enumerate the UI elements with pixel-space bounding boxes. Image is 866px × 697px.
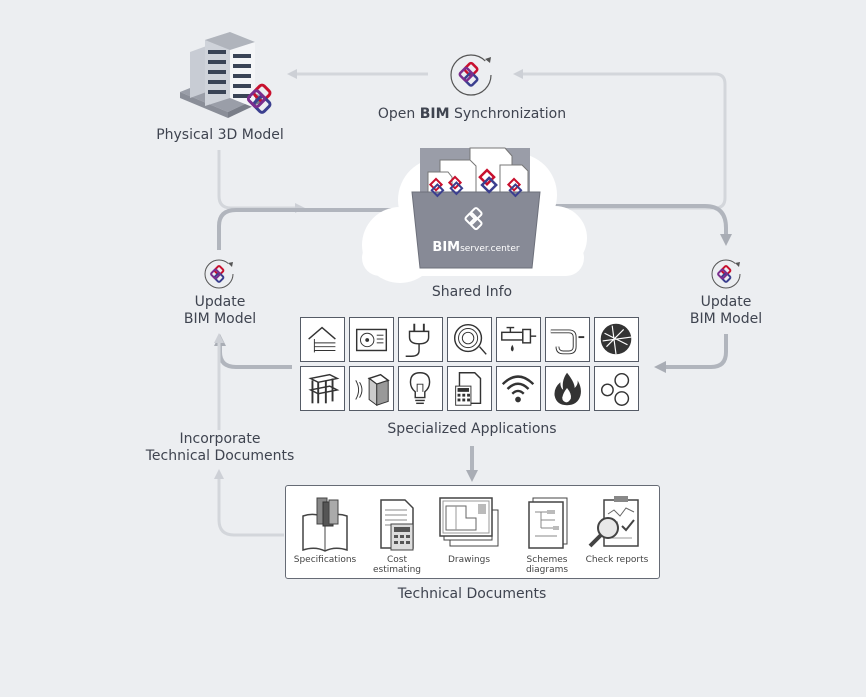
app-tile-other[interactable] bbox=[594, 366, 639, 411]
hvac-unit-icon bbox=[355, 328, 388, 352]
doc-label-schemes-line1: Schemes bbox=[526, 555, 568, 565]
apps-to-update-left-arrow bbox=[214, 334, 292, 369]
doc-drawings[interactable]: Drawings bbox=[434, 494, 504, 565]
doc-label-schemes-line2: diagrams bbox=[525, 565, 569, 575]
update-left-logo-icon bbox=[204, 259, 234, 289]
app-tile-structure[interactable] bbox=[300, 366, 345, 411]
doc-label-check-reports: Check reports bbox=[585, 555, 649, 565]
circles-icon bbox=[600, 372, 630, 406]
building-icon bbox=[180, 32, 272, 118]
doc-label-specifications: Specifications bbox=[293, 555, 357, 565]
sync-logo-icon bbox=[450, 54, 492, 96]
app-tile-electric[interactable] bbox=[398, 317, 443, 362]
shared-info-label: Shared Info bbox=[431, 284, 513, 300]
globe-icon bbox=[600, 323, 632, 355]
update-left-line1: Update bbox=[194, 294, 246, 310]
drawings-icon bbox=[439, 497, 499, 547]
update-left-line2: BIM Model bbox=[183, 311, 257, 327]
book-icon bbox=[302, 497, 348, 552]
app-tile-water[interactable] bbox=[496, 317, 541, 362]
electric-plug-icon bbox=[405, 323, 430, 357]
doc-label-drawings: Drawings bbox=[447, 555, 491, 565]
app-tile-energy[interactable] bbox=[447, 366, 492, 411]
drain-pipe-icon bbox=[550, 329, 585, 355]
sync-label-prefix: Open bbox=[377, 106, 420, 122]
update-right-logo-icon bbox=[711, 259, 741, 289]
light-bulb-icon bbox=[409, 372, 431, 405]
ifc-mini-logos bbox=[428, 168, 523, 198]
app-tile-drainage[interactable] bbox=[545, 317, 590, 362]
app-tile-telecom[interactable] bbox=[496, 366, 541, 411]
doc-cost-estimating[interactable]: Cost estimating bbox=[362, 494, 432, 575]
server-to-update-right-arrow bbox=[540, 204, 732, 246]
incorporate-line1: Incorporate bbox=[179, 431, 261, 447]
calculator-icon bbox=[380, 499, 414, 551]
fire-icon bbox=[554, 372, 581, 406]
update-right-to-apps-arrow bbox=[654, 334, 728, 373]
update-right-line1: Update bbox=[700, 294, 752, 310]
app-tile-lighting[interactable] bbox=[398, 366, 443, 411]
app-tile-urban[interactable] bbox=[594, 317, 639, 362]
update-left-to-server-arrow bbox=[217, 208, 392, 250]
energy-calculator-icon bbox=[455, 372, 482, 406]
house-insulation-icon bbox=[308, 326, 336, 353]
acoustic-cube-icon bbox=[355, 373, 390, 407]
app-tile-hvac[interactable] bbox=[349, 317, 394, 362]
doc-check-reports[interactable]: Check reports bbox=[582, 494, 652, 565]
wifi-icon bbox=[501, 375, 535, 403]
technical-documents-box: Specifications Cost estimating Drawings … bbox=[285, 485, 660, 579]
check-report-icon bbox=[588, 496, 639, 548]
cable-coil-icon bbox=[453, 323, 487, 355]
doc-specifications[interactable]: Specifications bbox=[290, 494, 360, 565]
physical-model-label: Physical 3D Model bbox=[156, 127, 284, 143]
schemes-icon bbox=[528, 497, 568, 549]
sync-label: Open BIM Synchronization bbox=[372, 106, 572, 123]
incorporate-line2: Technical Documents bbox=[145, 448, 295, 464]
sync-label-bold: BIM bbox=[419, 106, 450, 122]
structure-icon bbox=[308, 373, 340, 404]
server-brand: BIMserver.center bbox=[420, 236, 532, 255]
server-brand-light: server.center bbox=[460, 244, 520, 254]
app-tile-cable[interactable] bbox=[447, 317, 492, 362]
app-tile-house-insulation[interactable] bbox=[300, 317, 345, 362]
docs-to-incorporate-arrow bbox=[214, 469, 284, 537]
doc-label-cost-estimating: Cost estimating bbox=[373, 555, 421, 575]
app-tile-acoustic[interactable] bbox=[349, 366, 394, 411]
technical-documents-label: Technical Documents bbox=[397, 586, 547, 602]
app-tile-fire[interactable] bbox=[545, 366, 590, 411]
update-right-line2: BIM Model bbox=[689, 311, 763, 327]
server-brand-bold: BIM bbox=[432, 240, 461, 255]
physical-to-server-arrow bbox=[217, 150, 305, 213]
specialized-apps-label: Specialized Applications bbox=[387, 421, 557, 437]
water-tap-icon bbox=[501, 326, 537, 352]
sync-label-suffix: Synchronization bbox=[449, 106, 567, 122]
